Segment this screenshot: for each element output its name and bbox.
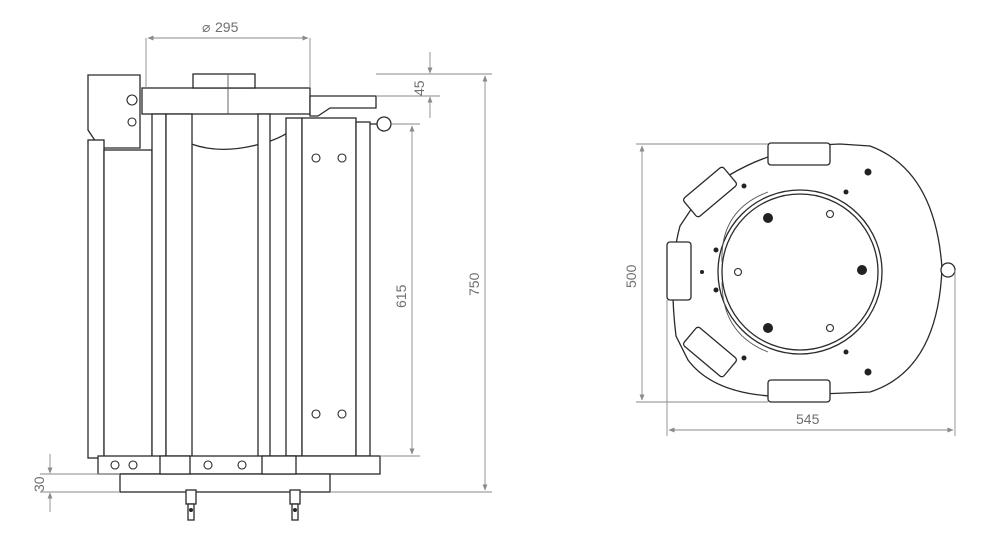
right-panel bbox=[301, 117, 357, 457]
dim-500: 500 bbox=[623, 264, 639, 288]
pad-top bbox=[767, 142, 831, 166]
dim-545: 545 bbox=[796, 411, 820, 427]
pad-lower-left bbox=[682, 326, 738, 378]
dim-45: 45 bbox=[411, 80, 427, 96]
pad-upper-left bbox=[682, 166, 738, 218]
inner-ring-outer bbox=[717, 189, 883, 355]
latch-knob bbox=[376, 116, 392, 132]
top-plate bbox=[141, 87, 311, 115]
inner-ring-inner bbox=[721, 193, 879, 351]
column-1 bbox=[151, 113, 167, 459]
right-rail-2 bbox=[355, 121, 371, 457]
top-boss bbox=[192, 73, 256, 89]
base-foot bbox=[119, 473, 331, 493]
left-outer-rail bbox=[87, 139, 105, 459]
top-latch-knob bbox=[940, 262, 956, 278]
column-3 bbox=[257, 113, 271, 459]
caster-right bbox=[289, 489, 301, 521]
side-dimensions: ⌀ 295 45 615 750 30 bbox=[31, 19, 492, 512]
dim-615: 615 bbox=[393, 284, 409, 308]
pad-left bbox=[666, 241, 692, 301]
top-dimensions: 500 545 bbox=[623, 143, 956, 436]
caster-left bbox=[185, 489, 197, 521]
dim-30: 30 bbox=[31, 476, 47, 492]
top-arm bbox=[309, 95, 377, 117]
dim-750: 750 bbox=[466, 272, 482, 296]
dim-diameter-symbol: ⌀ bbox=[202, 19, 211, 35]
dim-diameter-295: 295 bbox=[215, 19, 239, 35]
right-rail-1 bbox=[285, 117, 303, 457]
left-inner-rail bbox=[103, 149, 153, 459]
top-view bbox=[666, 142, 956, 403]
left-bracket bbox=[87, 74, 141, 149]
pad-bottom bbox=[767, 379, 831, 403]
column-2 bbox=[165, 113, 193, 459]
side-view bbox=[87, 73, 392, 521]
